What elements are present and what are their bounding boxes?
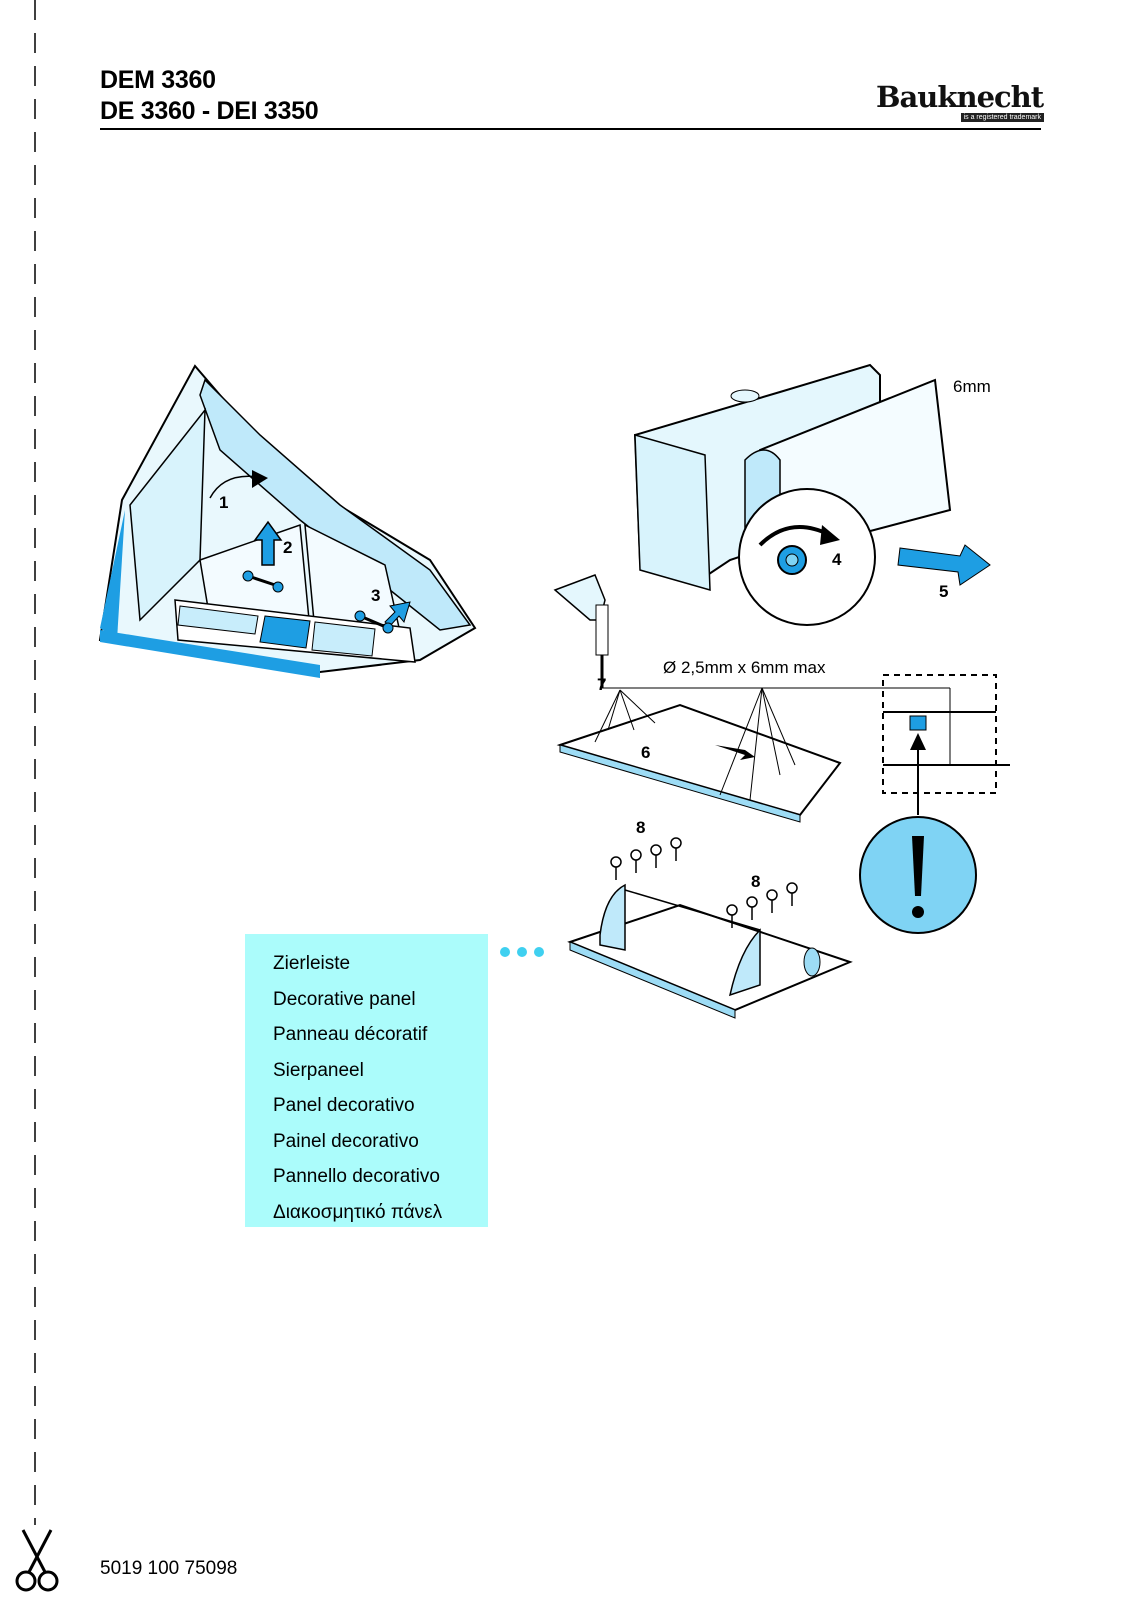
step-label-5: 5 <box>939 582 949 601</box>
model-subtitle: DE 3360 - DEI 3350 <box>100 97 319 125</box>
step-label-8a: 8 <box>636 818 646 837</box>
step-label-1: 1 <box>219 493 229 512</box>
drill-spec-label: Ø 2,5mm x 6mm max <box>663 658 826 677</box>
connector-dot <box>500 947 510 957</box>
panel-name-box: Zierleiste Decorative panel Panneau déco… <box>245 934 488 1227</box>
screw-length-label: 6mm <box>953 377 991 396</box>
brand-logo: Bauknecht is a registered trademark <box>876 80 1044 128</box>
warning-exclamation-icon <box>859 816 977 934</box>
detail-box <box>882 674 1010 815</box>
step-label-7: 7 <box>597 675 607 694</box>
connector-dots <box>500 944 551 962</box>
connector-dot <box>534 947 544 957</box>
step-label-3: 3 <box>371 586 381 605</box>
decorative-panel-assembly <box>567 837 853 1019</box>
installation-illustration <box>98 363 1010 1019</box>
panel-name-en: Decorative panel <box>273 988 416 1010</box>
header-rule <box>100 128 1041 130</box>
panel-name-es: Panel decorativo <box>273 1095 415 1116</box>
panel-name-fr: Panneau décoratif <box>273 1024 428 1045</box>
logo-tagline: is a registered trademark <box>960 113 1044 122</box>
step-label-2: 2 <box>283 538 293 557</box>
panel-name-it: Pannello decorativo <box>273 1166 440 1187</box>
scissors-icon <box>15 1529 59 1592</box>
hood-drawing <box>98 364 477 678</box>
step-label-4: 4 <box>832 550 842 569</box>
logo-wordmark: Bauknecht <box>876 80 1044 114</box>
panel-name-list: Zierleiste Decorative panel Panneau déco… <box>245 934 488 1230</box>
filter-unit-drawing <box>633 363 991 626</box>
part-number: 5019 100 75098 <box>100 1558 238 1579</box>
connector-dot <box>517 947 527 957</box>
panel-name-el: Διακοσμητικό πάνελ <box>273 1201 443 1223</box>
step-label-8b: 8 <box>751 872 761 891</box>
panel-name-nl: Sierpaneel <box>273 1059 364 1081</box>
panel-name-de: Zierleiste <box>273 953 351 974</box>
step-label-6: 6 <box>641 743 651 762</box>
drill-panel-drawing <box>553 574 950 823</box>
cut-line <box>34 0 36 1525</box>
model-title: DEM 3360 <box>100 66 216 94</box>
panel-name-pt: Painel decorativo <box>273 1130 419 1152</box>
